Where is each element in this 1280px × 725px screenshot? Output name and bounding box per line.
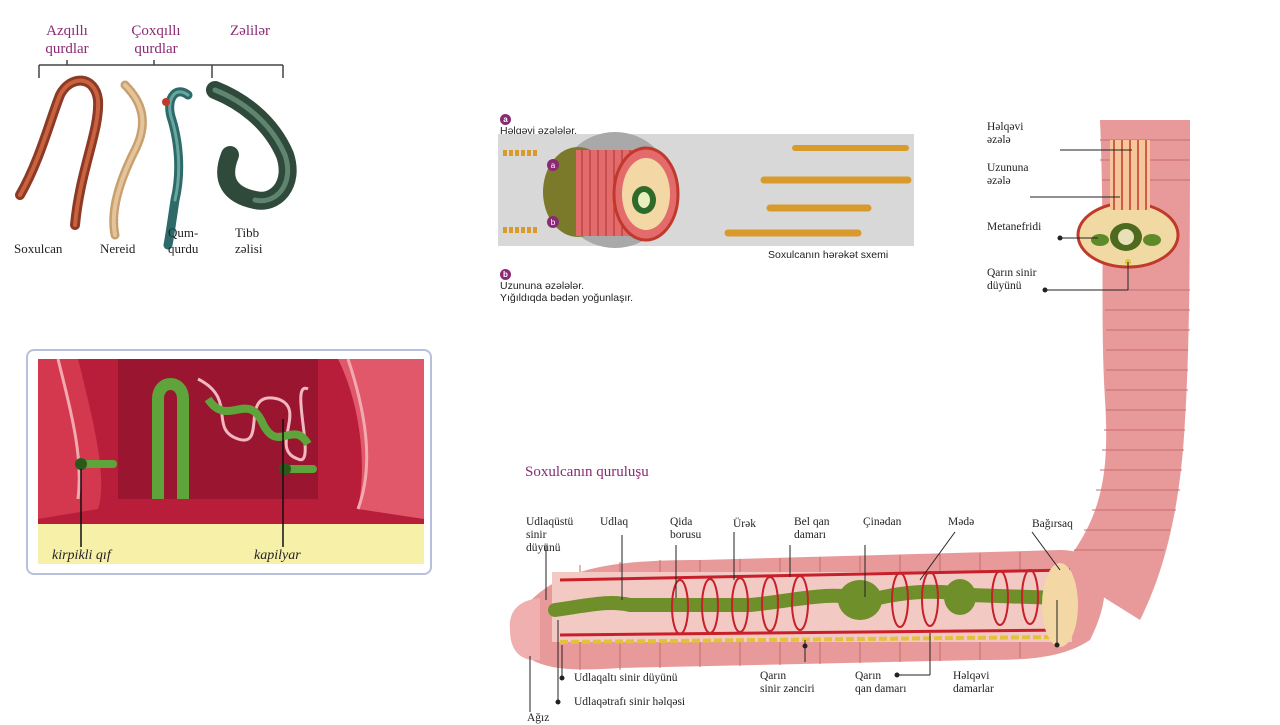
classification-bracket bbox=[38, 60, 284, 78]
badge-a: a bbox=[500, 114, 511, 125]
kapilyar-label: kapilyar bbox=[254, 548, 301, 563]
group-coxqilli-label: Çoxqıllı qurdlar bbox=[131, 23, 181, 57]
badge-b: b bbox=[500, 269, 511, 280]
label-bagirsaq: Bağırsaq bbox=[1032, 518, 1073, 530]
label-qarin-qan-damari: Qarın qan damarı bbox=[855, 670, 907, 695]
species-qumqurdu-label: Qum- qurdu bbox=[168, 225, 199, 256]
species-nereid-label: Nereid bbox=[100, 241, 136, 256]
label-udlaqetrafi-sinir-helqesi: Udlaqətrafı sinir həlqəsi bbox=[574, 696, 686, 708]
helqevi-ezele-label: Həlqəvi əzələ bbox=[987, 121, 1024, 146]
structure-title: Soxulcanın quruluşu bbox=[525, 464, 649, 480]
dorsal-blood-vessel bbox=[559, 568, 1071, 582]
metanefridi-label: Metanefridi bbox=[987, 221, 1042, 233]
movement-scheme-caption: Soxulcanın hərəkət sxemi bbox=[768, 249, 889, 261]
label-helqevi-damarlar: Həlqəvi damarlar bbox=[953, 670, 994, 695]
ventral-blood-vessel bbox=[559, 628, 1071, 637]
svg-text:a: a bbox=[551, 161, 556, 170]
leech-drawing bbox=[206, 81, 297, 210]
label-udlaqustu-sinir-duyunu: Udlaqüstü sinir düyünü bbox=[526, 516, 574, 554]
uzununa-ezele-label: Uzununa əzələ bbox=[987, 162, 1029, 187]
species-soxulcan-label: Soxulcan bbox=[14, 241, 63, 256]
label-udlaq: Udlaq bbox=[600, 516, 629, 528]
group-azqilli-label: Azqıllı qurdlar bbox=[45, 23, 89, 57]
label-cinedan: Çinədan bbox=[863, 516, 902, 528]
label-qida-borusu: Qida borusu bbox=[670, 516, 702, 541]
kirpikli-qif-label: kirpikli qıf bbox=[52, 548, 111, 563]
label-mede: Mədə bbox=[948, 516, 975, 528]
ventral-nerve-cord bbox=[559, 635, 1061, 644]
worm-classification-figure bbox=[15, 60, 297, 250]
nephridium-tubule bbox=[152, 378, 189, 499]
muscle-movement-diagram: a b bbox=[498, 132, 914, 248]
label-agiz: Ağız bbox=[527, 712, 550, 724]
label-bel-qan-damari: Bel qan damarı bbox=[794, 516, 830, 541]
group-zeliler-label: Zəlilər bbox=[230, 23, 270, 39]
label-udlaqalti-sinir-duyunu: Udlaqaltı sinir düyünü bbox=[574, 672, 678, 684]
earthworm-anatomy-illustration bbox=[509, 120, 1190, 712]
label-qarin-sinir-zenciri: Qarın sinir zənciri bbox=[760, 670, 815, 695]
nephridium-illustration bbox=[38, 359, 424, 564]
muscle-b-text: Uzununa əzələlər. Yığıldıqda bədən yoğun… bbox=[500, 280, 634, 304]
species-tibbzelisi-label: Tibb zəlisi bbox=[235, 225, 263, 256]
svg-text:b: b bbox=[551, 218, 556, 227]
movement-sequence bbox=[724, 145, 912, 237]
qarin-sinir-duyunu-label: Qarın sinir düyünü bbox=[987, 267, 1037, 292]
label-urek: Ürək bbox=[733, 518, 756, 530]
nephridium-panel: kirpikli qıf kapilyar bbox=[26, 349, 432, 575]
muscle-b-caption: b Uzununa əzələlər. Yığıldıqda bədən yoğ… bbox=[500, 256, 633, 304]
digestive-tract bbox=[548, 584, 1067, 617]
